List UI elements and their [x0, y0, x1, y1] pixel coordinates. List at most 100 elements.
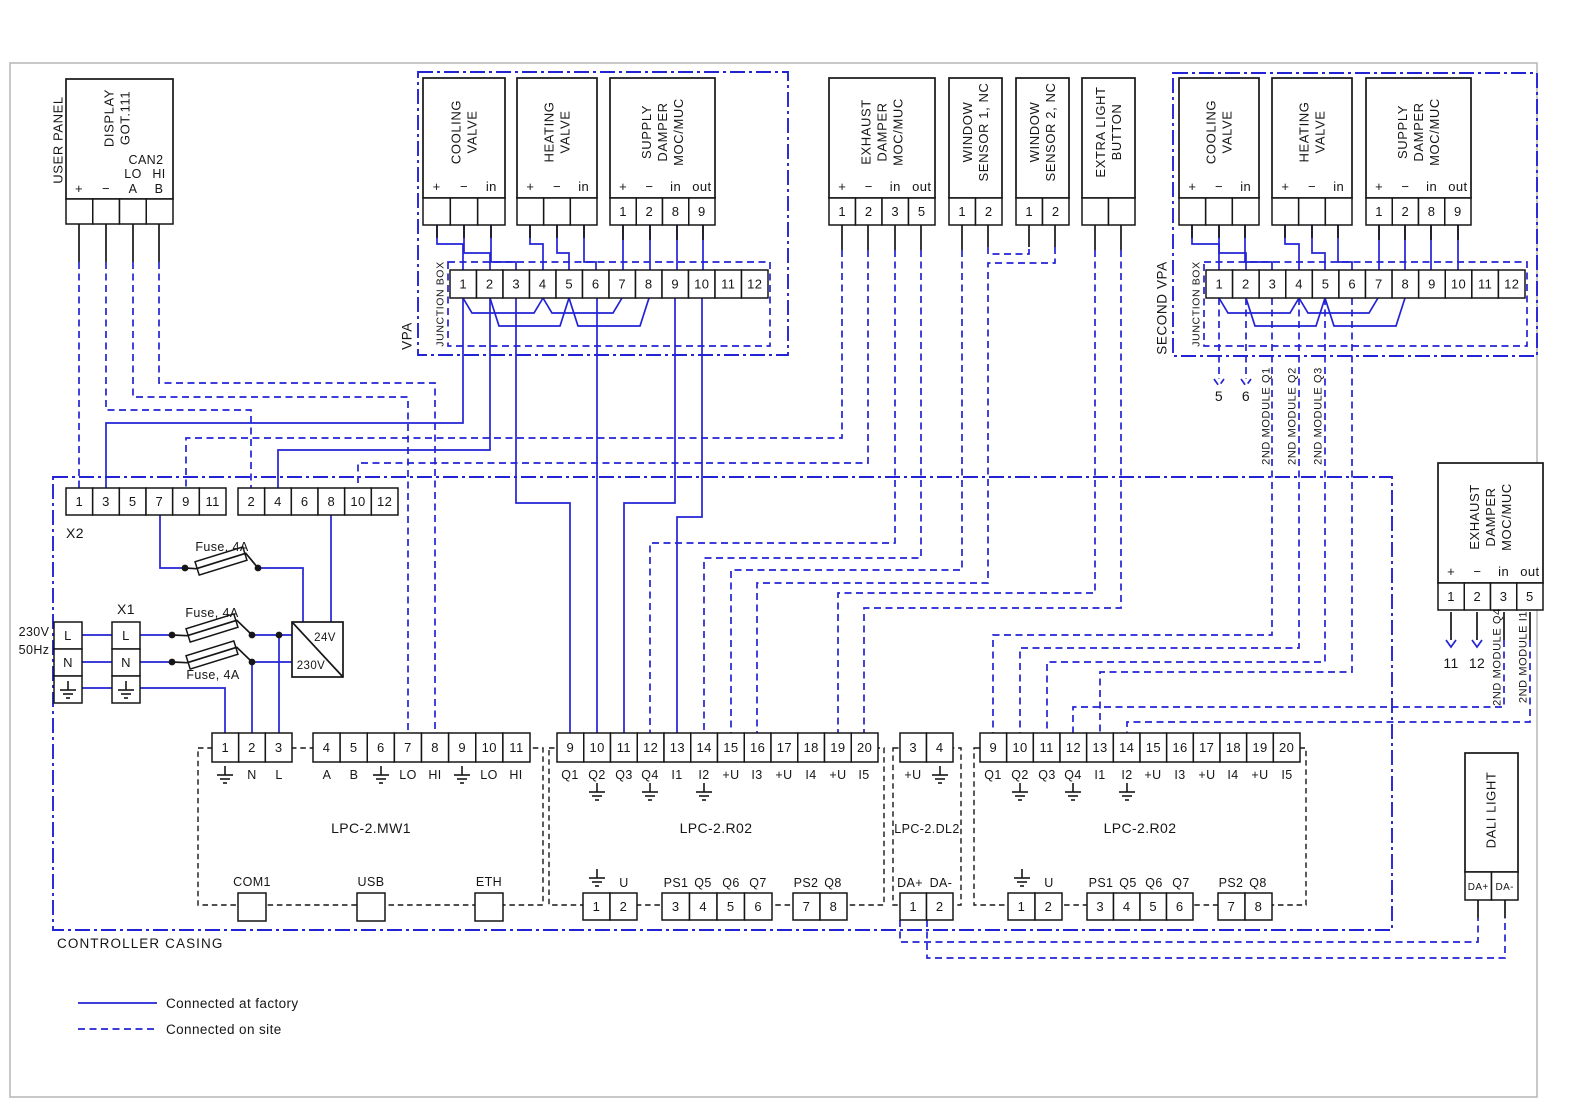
terminal-cell	[688, 892, 718, 921]
ground-icon	[589, 869, 605, 887]
ground-icon	[1119, 783, 1135, 801]
terminal-number: 6	[1176, 899, 1184, 914]
arrow-head-icon	[1471, 639, 1483, 649]
wire-factory	[1337, 225, 1353, 270]
pin-label: PS1	[664, 876, 689, 890]
ground-icon	[60, 681, 76, 699]
pin-label: Q7	[1172, 876, 1189, 890]
mains-freq: 50Hz	[19, 643, 50, 657]
terminal-number: 11	[206, 494, 220, 509]
terminal-label: N	[121, 655, 131, 670]
arrow-head-icon	[1445, 639, 1457, 649]
terminal-number: 5	[129, 494, 137, 509]
terminal-cell	[899, 732, 928, 763]
wire-factory	[462, 297, 544, 314]
vlabel-line: DAMPER	[1411, 102, 1426, 161]
terminal-cell	[1437, 582, 1465, 611]
pin-label: Q3	[1038, 768, 1055, 782]
heating-valve-1-pin: +	[526, 179, 534, 194]
pin-label: I1	[671, 768, 682, 782]
terminal-number: 2	[1474, 589, 1482, 604]
terminal-cell	[211, 732, 240, 763]
vlabel-text: 2ND MODULE Q3	[1313, 367, 1325, 465]
ref-x2-5: 5	[1215, 388, 1223, 404]
terminal-number: 1	[1018, 899, 1026, 914]
terminal-number: 1	[593, 899, 601, 914]
wire-factory	[676, 298, 703, 733]
exhaust-damper-1-pin: +	[838, 179, 846, 194]
terminal-cell	[1032, 732, 1061, 763]
panel-minus-label: −	[102, 181, 110, 196]
ground-icon	[373, 766, 389, 784]
vlabel-line: HEATING	[542, 101, 557, 162]
wire-site	[863, 250, 1122, 733]
pin-label: +U	[1251, 768, 1268, 782]
junction-dot	[248, 658, 256, 666]
pin-label: I3	[1174, 768, 1185, 782]
terminal-number: 2	[1242, 277, 1250, 292]
terminal-number: 10	[482, 740, 497, 755]
terminal-number: 1	[459, 277, 467, 292]
pin-label: PS2	[794, 876, 819, 890]
extra-light-button-terminals	[1081, 197, 1136, 226]
wire-site	[987, 247, 1030, 255]
terminal-number: 13	[670, 740, 685, 755]
terminal-cell	[1324, 197, 1353, 226]
extra-light-button-box	[1081, 77, 1136, 199]
terminal-cell	[1285, 269, 1314, 299]
pin-label: +U	[1144, 768, 1161, 782]
terminal-cell	[1059, 732, 1088, 763]
exhaust-damper-1-pin: in	[890, 179, 901, 194]
junction-dot	[275, 631, 283, 639]
cooling-valve-2-pin: −	[1215, 179, 1223, 194]
vlabel-line: 2ND MODULE Q2	[1287, 367, 1299, 465]
terminal-cell	[1112, 892, 1141, 921]
terminal-number: 10	[694, 277, 709, 292]
terminal-cell	[502, 269, 531, 299]
terminal-cell	[1271, 197, 1300, 226]
dali-box	[1464, 752, 1519, 873]
vlabel-line: JUNCTION BOX	[435, 261, 447, 346]
supply-damper-1-box	[609, 77, 716, 199]
vlabel-line: MOC/MUC	[1499, 483, 1514, 551]
wire-site	[357, 250, 869, 488]
heating-valve-2-label: HEATINGVALVE	[1297, 101, 1328, 162]
terminal-number: 18	[803, 740, 818, 755]
junction-dot	[168, 631, 176, 639]
cooling-valve-1: COOLINGVALVE+−in	[422, 77, 506, 226]
vlabel-text: WINDOWSENSOR 1, NC	[960, 83, 991, 182]
terminal-cell	[881, 197, 910, 226]
terminal-cell	[1489, 582, 1518, 611]
vlabel-line: DISPLAY	[102, 89, 117, 147]
vlabel-line: DAMPER	[1483, 487, 1498, 546]
terminal-number: 1	[619, 204, 627, 219]
pin-label: Q3	[615, 768, 632, 782]
terminal-cell	[1041, 197, 1070, 226]
supply-damper-2-pin: in	[1426, 179, 1437, 194]
panel-plus-label: +	[75, 181, 83, 196]
terminal-number: 16	[750, 740, 765, 755]
mw1-port-label: USB	[358, 875, 385, 889]
wire-site	[1072, 640, 1505, 733]
ground-icon	[696, 783, 712, 801]
terminal-number: 8	[328, 494, 336, 509]
terminal-number: 2	[620, 899, 628, 914]
terminal-cell	[1244, 892, 1273, 921]
terminal-cell	[198, 487, 227, 516]
exhaust-damper-2-pin: −	[1473, 564, 1481, 579]
mw1-name: LPC-2.MW1	[331, 820, 411, 836]
terminal-number: 7	[618, 277, 626, 292]
terminal-number: 6	[754, 899, 762, 914]
terminal-number: 9	[1428, 277, 1436, 292]
ref-x2-6: 6	[1242, 388, 1250, 404]
ref-x2-12: 12	[1469, 655, 1485, 671]
supply-damper-2-pin: −	[1401, 179, 1409, 194]
ref-2nd-module-q4: 2ND MODULE Q4	[1492, 608, 1504, 706]
wire-factory	[159, 515, 185, 569]
terminal-cell	[1015, 197, 1044, 226]
